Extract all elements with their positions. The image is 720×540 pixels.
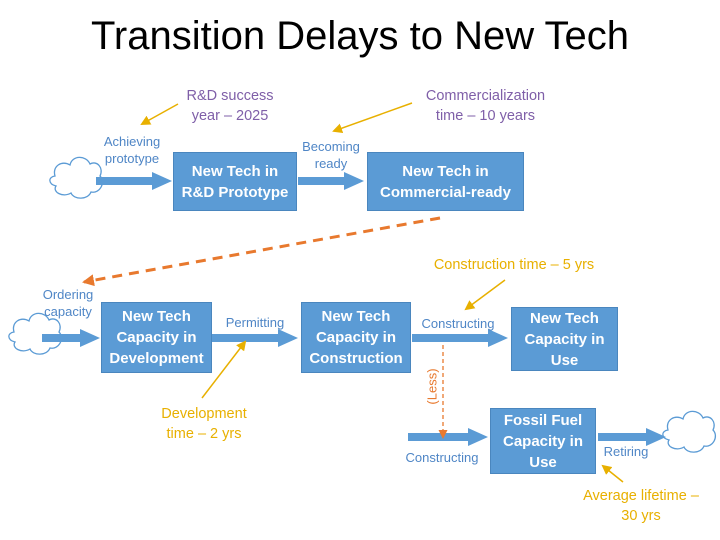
- flow-arrow-constructing: [412, 329, 508, 347]
- box-commercial-ready: New Tech in Commercial-ready: [367, 152, 524, 211]
- flow-label-fossil-constructing: Constructing: [405, 450, 479, 465]
- flow-label-becoming: Becoming ready: [302, 139, 360, 171]
- orange-dashed-arrow: [82, 216, 441, 287]
- flow-label-achieving: Achieving prototype: [103, 134, 161, 166]
- note-commercialization: Commercialization time – 10 years: [425, 88, 546, 124]
- flow-arrow-becoming: [298, 172, 364, 190]
- box-development: New Tech Capacity in Development: [101, 302, 212, 373]
- flow-arrow-fossil-constructing: [408, 428, 488, 446]
- flow-label-constructing: Constructing: [421, 316, 495, 331]
- pointer-development-time: [201, 340, 247, 399]
- flow-arrow-permitting: [212, 329, 298, 347]
- box-fossil: Fossil Fuel Capacity in Use: [490, 408, 596, 474]
- flow-arrow-achieving: [96, 172, 172, 190]
- flow-label-permitting: Permitting: [225, 315, 285, 330]
- note-lifetime: Average lifetime – 30 yrs: [583, 488, 699, 524]
- cloud-source-icon: [49, 156, 104, 199]
- box-in-use: New Tech Capacity in Use: [511, 307, 618, 371]
- box-rd-prototype: New Tech in R&D Prototype: [173, 152, 297, 211]
- less-label: (Less): [424, 368, 440, 405]
- flow-arrow-ordering: [42, 329, 100, 347]
- note-rd-success: R&D success year – 2025: [186, 88, 274, 124]
- pointer-construction-time: [464, 279, 506, 311]
- cloud-source-icon: [8, 312, 63, 355]
- flow-arrow-retiring: [598, 428, 666, 446]
- flow-label-ordering: Ordering capacity: [42, 287, 94, 319]
- box-construction: New Tech Capacity in Construction: [301, 302, 411, 373]
- note-construction-time: Construction time – 5 yrs: [433, 257, 595, 273]
- pointer-rd-success: [140, 103, 179, 125]
- note-development-time: Development time – 2 yrs: [161, 406, 247, 442]
- pointer-commercialization: [332, 102, 413, 134]
- cloud-sink-icon: [662, 410, 717, 453]
- pointer-lifetime: [601, 464, 624, 483]
- page-title: Transition Delays to New Tech: [90, 14, 629, 58]
- flow-label-retiring: Retiring: [603, 444, 649, 459]
